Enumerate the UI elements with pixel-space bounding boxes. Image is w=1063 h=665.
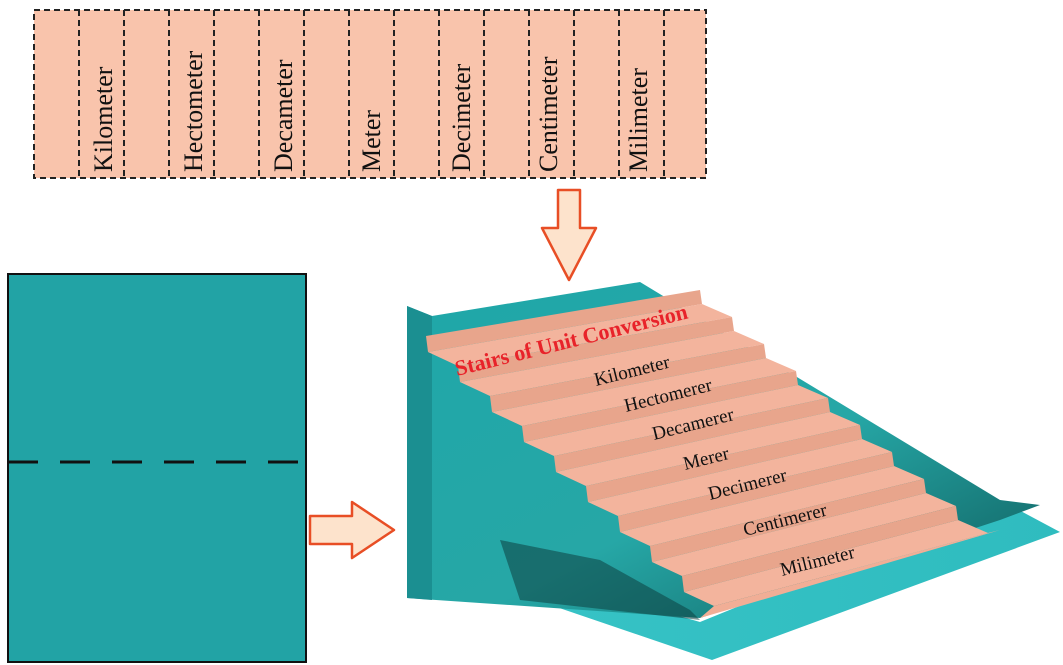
unit-strip: Kilometer Hectometer Decameter Meter Decimet… <box>33 9 707 179</box>
stairs-shadow <box>500 540 700 620</box>
teal-sheet <box>7 273 307 663</box>
stair-riser <box>618 452 894 532</box>
strip-label: Hectometer <box>179 50 208 172</box>
stair-riser <box>426 290 702 352</box>
strip-background <box>33 9 707 179</box>
stairs-wall-edge <box>407 306 432 600</box>
stairs-steps <box>426 290 1000 618</box>
stair-riser <box>682 506 958 592</box>
stairs-model: KilometerHectomererDecamererMererDecimer… <box>407 282 1060 660</box>
strip-label: Centimeter <box>534 56 563 172</box>
stair-tread <box>524 385 828 456</box>
stair-tread <box>652 493 956 576</box>
stair-tread <box>556 412 860 486</box>
strip-labels: Kilometer Hectometer Decameter Meter Decimet… <box>89 50 653 172</box>
strip-label: Decameter <box>269 59 298 172</box>
stair-tread <box>684 520 988 606</box>
stair-tread <box>620 466 924 546</box>
down-arrow-icon <box>540 188 598 282</box>
strip-label: Kilometer <box>89 66 118 172</box>
stair-riser <box>554 398 830 472</box>
stair-tread <box>700 530 1000 618</box>
stair-tread <box>492 358 796 426</box>
stair-riser <box>650 479 926 562</box>
strip-label: Milimeter <box>624 68 653 172</box>
stair-tread <box>588 439 892 516</box>
stair-riser <box>522 371 798 442</box>
stair-riser <box>458 317 734 382</box>
stair-tread <box>460 331 764 396</box>
strip-fold-lines <box>78 10 665 178</box>
right-arrow-icon <box>308 500 396 560</box>
teal-sheet-panel <box>7 273 307 663</box>
strip-label: Decimeter <box>447 63 476 172</box>
strip-label: Meter <box>357 110 386 172</box>
stair-riser <box>490 344 766 412</box>
stair-riser <box>586 425 862 502</box>
stair-tread <box>428 304 732 366</box>
